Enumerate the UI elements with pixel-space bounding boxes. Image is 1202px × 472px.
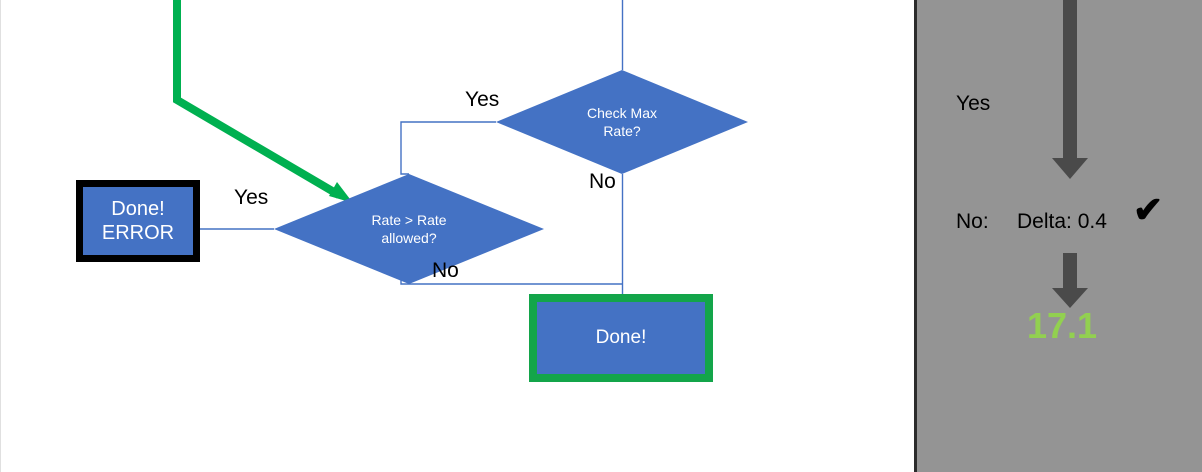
highlight-green-arrowhead	[329, 182, 353, 203]
panel-result-value: 17.1	[1027, 305, 1098, 346]
connector-checkmax-yes-to-rate	[400, 121, 496, 175]
edge-label-no-rate-allowed: No	[432, 259, 459, 282]
node-done-label: Done!	[595, 327, 647, 348]
side-panel-arrows	[1052, 0, 1088, 308]
node-done-error-label: Done! ERROR	[102, 197, 174, 246]
panel-yes-label: Yes	[956, 92, 991, 115]
side-panel: Yes No: Delta: 0.4 ✔ 17.1	[914, 0, 1202, 472]
edge-label-yes-check-max: Yes	[465, 88, 500, 111]
edge-label-no-check-max: No	[589, 170, 616, 193]
node-done-error-line2: ERROR	[101, 222, 175, 244]
diamond-shape-check-max-rate	[496, 70, 748, 174]
node-check-max-rate[interactable]: Check Max Rate?	[496, 70, 748, 174]
panel-arrow-lower	[1052, 253, 1088, 308]
edge-label-yes-rate-allowed: Yes	[234, 186, 269, 209]
panel-no-label: No:	[956, 210, 989, 233]
node-rate-gt-allowed[interactable]: Rate > Rate allowed?	[274, 174, 544, 284]
panel-arrow-upper	[1052, 0, 1088, 179]
flowchart-canvas: Done! ERROR Done! Check Max Rate? Rate	[1, 0, 914, 472]
highlight-green-arrow	[173, 0, 342, 199]
node-done-error-line1: Done!	[111, 197, 165, 220]
panel-delta-value: Delta: 0.4	[1017, 210, 1107, 233]
check-mark-icon: ✔	[1133, 189, 1164, 230]
node-done[interactable]: Done!	[529, 294, 713, 382]
diamond-shape-rate-gt-allowed	[274, 174, 544, 284]
node-done-error[interactable]: Done! ERROR	[76, 180, 200, 262]
